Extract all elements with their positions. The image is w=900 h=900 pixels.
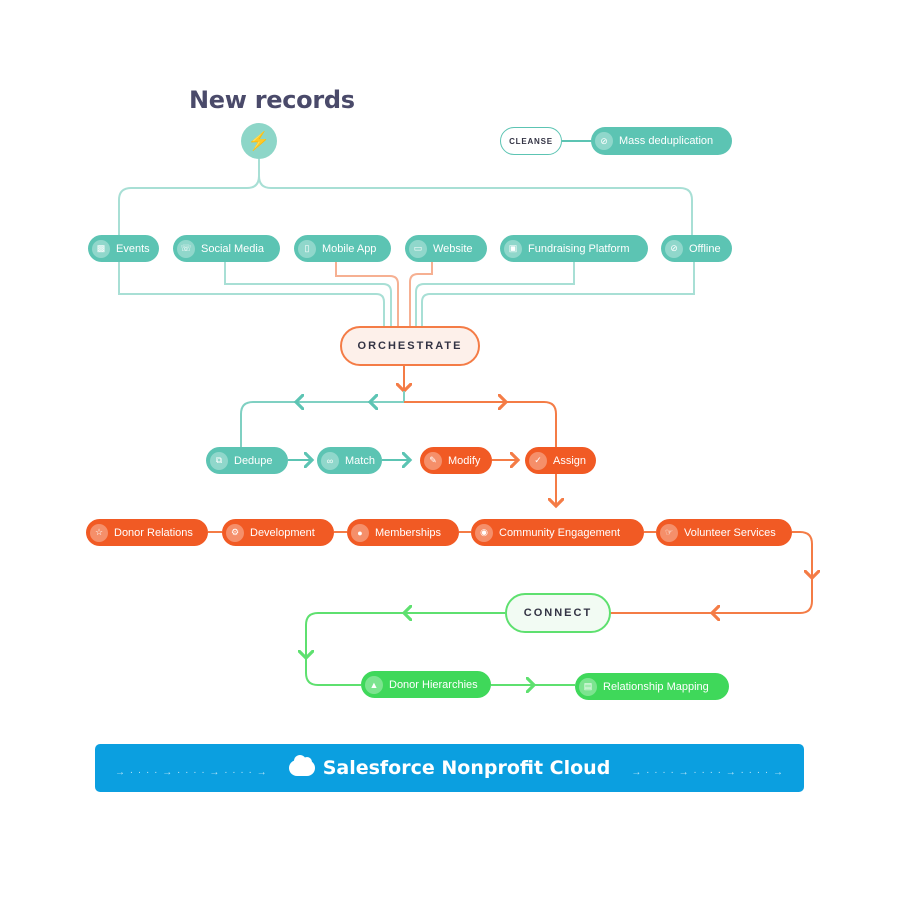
star-icon: ☆ bbox=[90, 523, 108, 542]
arrow-trail-right-icon: → · · · · → · · · · → · · · · → bbox=[631, 767, 784, 778]
edit-icon: ✎ bbox=[424, 451, 442, 470]
output-label: Relationship Mapping bbox=[603, 680, 709, 693]
source-social-media: ☏ Social Media bbox=[173, 235, 280, 262]
source-label: Website bbox=[433, 242, 473, 255]
link-icon: ∞ bbox=[321, 451, 339, 470]
user-check-icon: ✓ bbox=[529, 451, 547, 470]
source-events: ▩ Events bbox=[88, 235, 159, 262]
salesforce-banner: → · · · · → · · · · → · · · · → Salesfor… bbox=[95, 744, 804, 792]
dept-memberships: ● Memberships bbox=[347, 519, 459, 546]
step-label: Dedupe bbox=[234, 454, 273, 467]
arrow-trail-left-icon: → · · · · → · · · · → · · · · → bbox=[115, 767, 268, 778]
output-label: Donor Hierarchies bbox=[389, 678, 478, 691]
source-label: Fundraising Platform bbox=[528, 242, 630, 255]
source-website: ▭ Website bbox=[405, 235, 487, 262]
step-label: Assign bbox=[553, 454, 587, 467]
orchestrate-node: ORCHESTRATE bbox=[340, 326, 480, 366]
step-assign: ✓ Assign bbox=[525, 447, 596, 474]
connect-node: CONNECT bbox=[505, 593, 611, 633]
source-label: Mobile App bbox=[322, 242, 377, 255]
source-offline: ⊘ Offline bbox=[661, 235, 732, 262]
phone-icon: ☏ bbox=[177, 239, 195, 258]
lightning-icon: ⚡ bbox=[241, 123, 277, 159]
map-icon: ▤ bbox=[579, 677, 597, 696]
source-mobile-app: ▯ Mobile App bbox=[294, 235, 391, 262]
mass-deduplication-label: Mass deduplication bbox=[619, 135, 714, 147]
dept-label: Community Engagement bbox=[499, 526, 621, 539]
chat-icon: ◉ bbox=[475, 523, 493, 542]
step-match: ∞ Match bbox=[317, 447, 382, 474]
no-wifi-icon: ⊘ bbox=[665, 239, 683, 258]
source-label: Events bbox=[116, 242, 150, 255]
dept-development: ⚙ Development bbox=[222, 519, 334, 546]
source-label: Social Media bbox=[201, 242, 264, 255]
dept-label: Memberships bbox=[375, 526, 442, 539]
salesforce-cloud-icon bbox=[288, 755, 315, 776]
banner-label: Salesforce Nonprofit Cloud bbox=[322, 757, 611, 779]
mass-deduplication-node: ⊘ Mass deduplication bbox=[591, 127, 732, 155]
source-label: Offline bbox=[689, 242, 721, 255]
dept-label: Development bbox=[250, 526, 315, 539]
source-fundraising-platform: ▣ Fundraising Platform bbox=[500, 235, 648, 262]
page-title: New records bbox=[189, 86, 355, 114]
step-dedupe: ⧉ Dedupe bbox=[206, 447, 288, 474]
step-modify: ✎ Modify bbox=[420, 447, 492, 474]
dept-label: Volunteer Services bbox=[684, 526, 776, 539]
dept-donor-relations: ☆ Donor Relations bbox=[86, 519, 208, 546]
output-relationship-mapping: ▤ Relationship Mapping bbox=[575, 673, 729, 700]
output-donor-hierarchies: ▲ Donor Hierarchies bbox=[361, 671, 491, 698]
dept-label: Donor Relations bbox=[114, 526, 193, 539]
dept-community-engagement: ◉ Community Engagement bbox=[471, 519, 644, 546]
gear-icon: ⚙ bbox=[226, 523, 244, 542]
mobile-icon: ▯ bbox=[298, 239, 316, 258]
calendar-icon: ▩ bbox=[92, 239, 110, 258]
monitor-icon: ▭ bbox=[409, 239, 427, 258]
step-label: Match bbox=[345, 454, 375, 467]
no-duplicate-icon: ⊘ bbox=[595, 132, 613, 150]
platform-icon: ▣ bbox=[504, 239, 522, 258]
step-label: Modify bbox=[448, 454, 481, 467]
cleanse-label: CLEANSE bbox=[500, 127, 562, 155]
group-icon: ● bbox=[351, 523, 369, 542]
handshake-icon: ☞ bbox=[660, 523, 678, 542]
copy-icon: ⧉ bbox=[210, 451, 228, 470]
dept-volunteer-services: ☞ Volunteer Services bbox=[656, 519, 792, 546]
hierarchy-icon: ▲ bbox=[365, 675, 383, 694]
